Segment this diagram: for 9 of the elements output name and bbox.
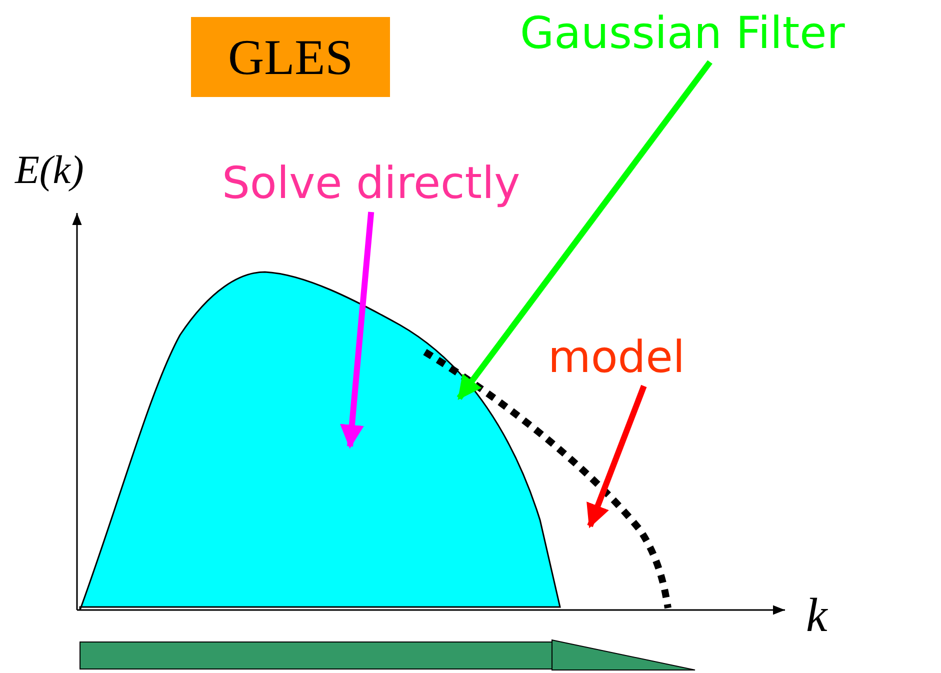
arrow xyxy=(586,384,647,528)
arrow xyxy=(456,60,712,400)
callout-text: Solve directly xyxy=(222,162,520,206)
callout-text: model xyxy=(548,336,686,380)
axis-label: E(k) xyxy=(15,150,84,190)
callout-text: Gaussian Filter xyxy=(520,12,845,56)
title-box: GLES xyxy=(191,17,390,97)
arrow xyxy=(340,212,374,449)
axis-label: k xyxy=(806,592,828,640)
